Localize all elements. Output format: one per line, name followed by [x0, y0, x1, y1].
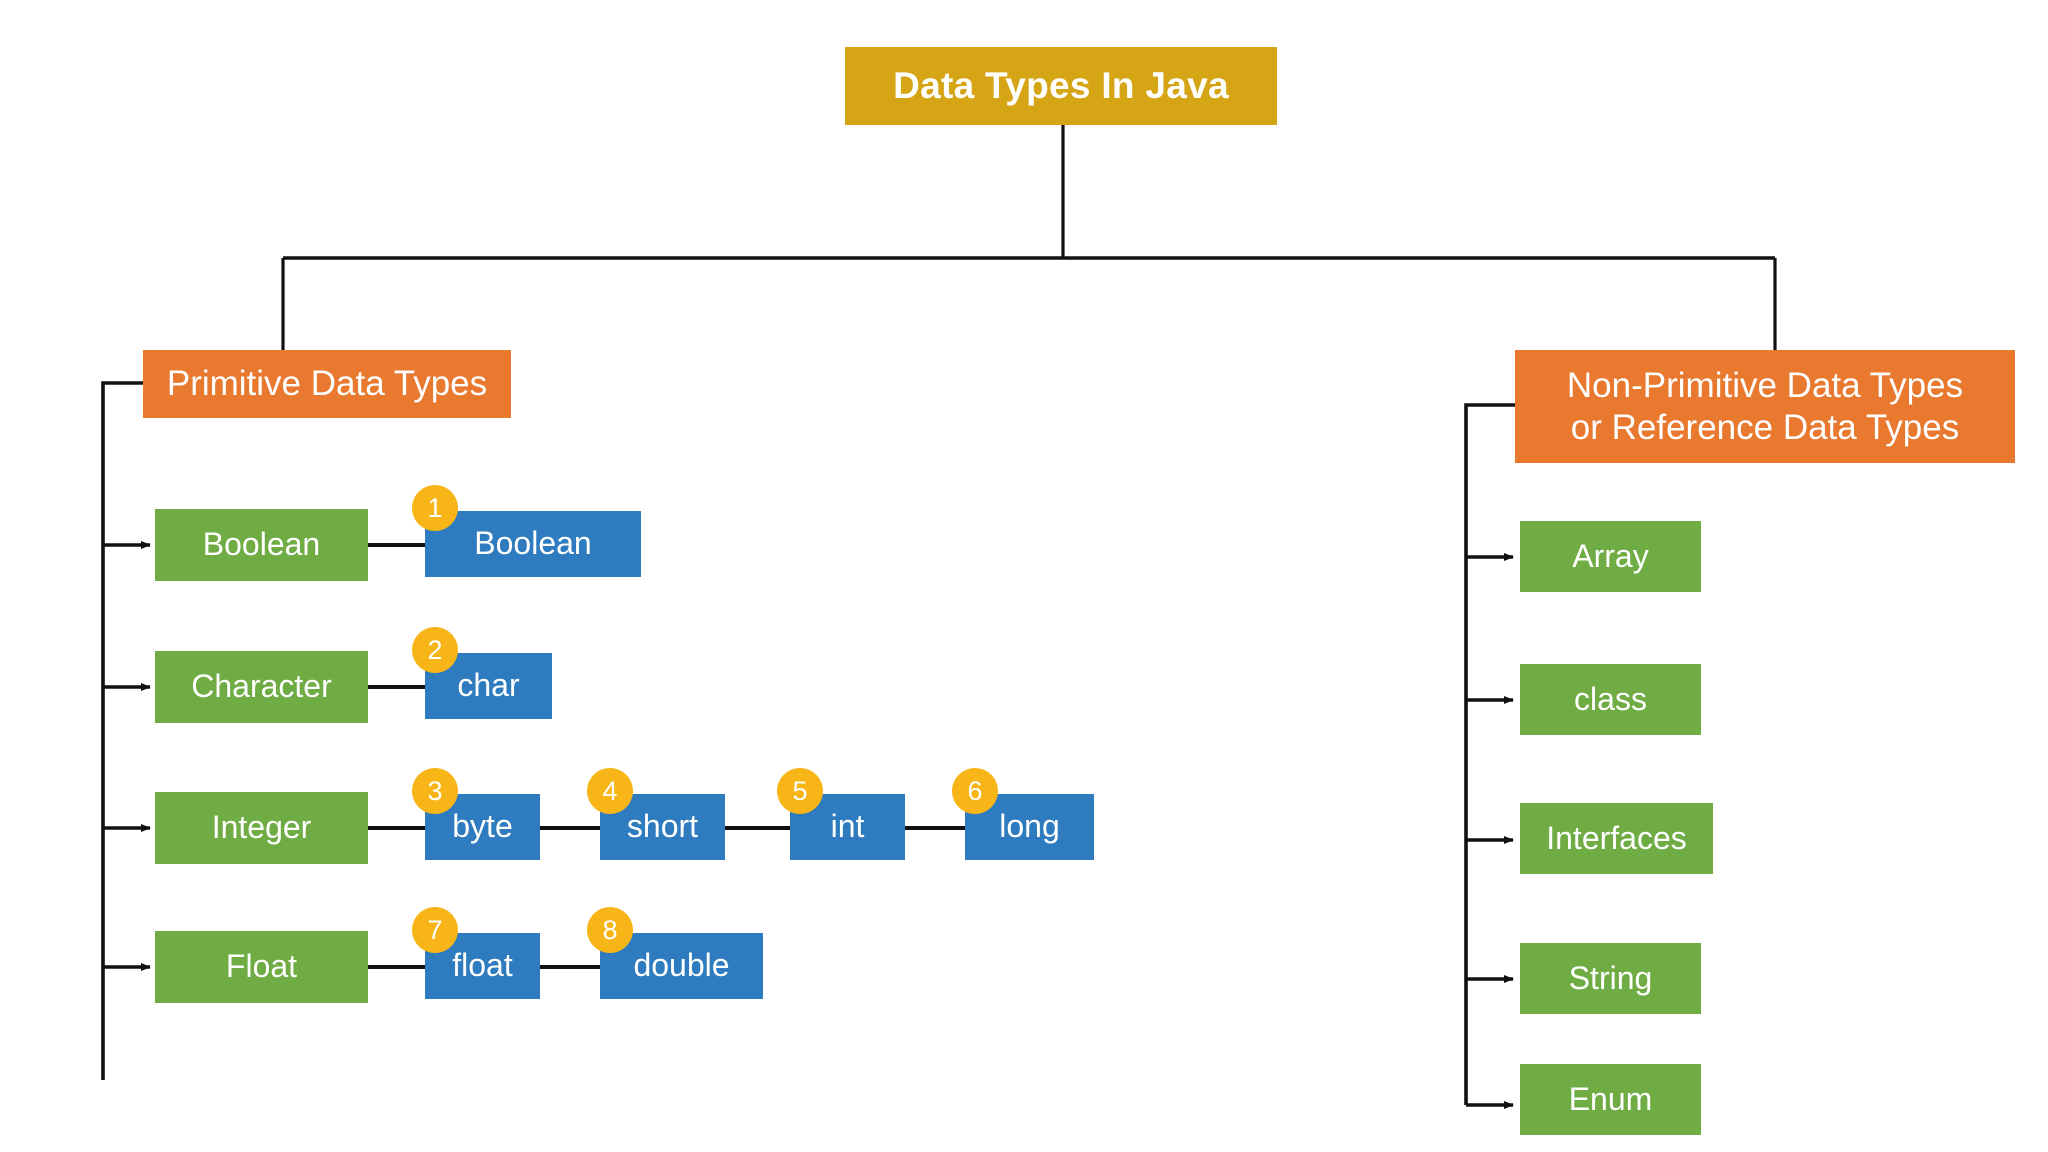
type-label-float: float — [452, 947, 513, 984]
nonprimitive-label-class: class — [1574, 680, 1647, 717]
type-label-double: double — [633, 947, 730, 984]
type-label-long: long — [999, 808, 1060, 845]
nonprimitive-box-enum: Enum — [1520, 1064, 1701, 1135]
type-label-boolean: Boolean — [474, 525, 592, 562]
group-box-boolean: Boolean — [155, 509, 368, 581]
badge-2: 2 — [412, 627, 458, 673]
category-box-primitive: Primitive Data Types — [143, 350, 511, 418]
type-box-float: float — [425, 933, 540, 999]
group-box-float: Float — [155, 931, 368, 1003]
type-label-int: int — [830, 808, 865, 845]
nonprimitive-box-array: Array — [1520, 521, 1701, 592]
group-box-character: Character — [155, 651, 368, 723]
badge-6-label: 6 — [967, 775, 983, 806]
badge-1-label: 1 — [427, 492, 443, 523]
nonprimitive-label-interfaces: Interfaces — [1546, 819, 1687, 856]
badge-4-label: 4 — [602, 775, 618, 806]
nonprimitive-spine — [1464, 403, 1515, 1105]
type-box-boolean: Boolean — [425, 511, 641, 577]
nonprimitive-label-enum: Enum — [1568, 1080, 1653, 1117]
badge-5: 5 — [777, 768, 823, 814]
nonprimitive-box-string: String — [1520, 943, 1701, 1014]
type-label-short: short — [626, 808, 699, 845]
type-label-char: char — [457, 667, 520, 704]
category-box-non-primitive: Non-Primitive Data Types or Reference Da… — [1515, 350, 2015, 463]
nonprimitive-box-class: class — [1520, 664, 1701, 735]
badge-3: 3 — [412, 768, 458, 814]
category-label-primitive: Primitive Data Types — [166, 364, 488, 404]
badge-4: 4 — [587, 768, 633, 814]
nonprimitive-label-string: String — [1568, 959, 1653, 996]
badge-1: 1 — [412, 485, 458, 531]
badge-8: 8 — [587, 907, 633, 953]
primitive-spine — [101, 381, 143, 1080]
group-box-integer: Integer — [155, 792, 368, 864]
badge-7-label: 7 — [427, 914, 443, 945]
badge-5-label: 5 — [792, 775, 808, 806]
group-label-float: Float — [225, 948, 298, 985]
title-box: Data Types In Java — [845, 47, 1277, 125]
title-label: Data Types In Java — [893, 65, 1229, 107]
type-box-short: short — [600, 794, 725, 860]
nonprimitive-label-array: Array — [1572, 537, 1649, 574]
badge-6: 6 — [952, 768, 998, 814]
type-label-byte: byte — [452, 808, 513, 845]
badge-2-label: 2 — [427, 634, 443, 665]
group-label-character: Character — [191, 668, 332, 705]
nonprimitive-box-interfaces: Interfaces — [1520, 803, 1713, 874]
group-label-boolean: Boolean — [202, 526, 321, 563]
badge-8-label: 8 — [602, 914, 618, 945]
badge-7: 7 — [412, 907, 458, 953]
category-label-non-primitive: Non-Primitive Data Types or Reference Da… — [1566, 366, 1964, 447]
group-label-integer: Integer — [211, 809, 312, 846]
badge-3-label: 3 — [427, 775, 443, 806]
